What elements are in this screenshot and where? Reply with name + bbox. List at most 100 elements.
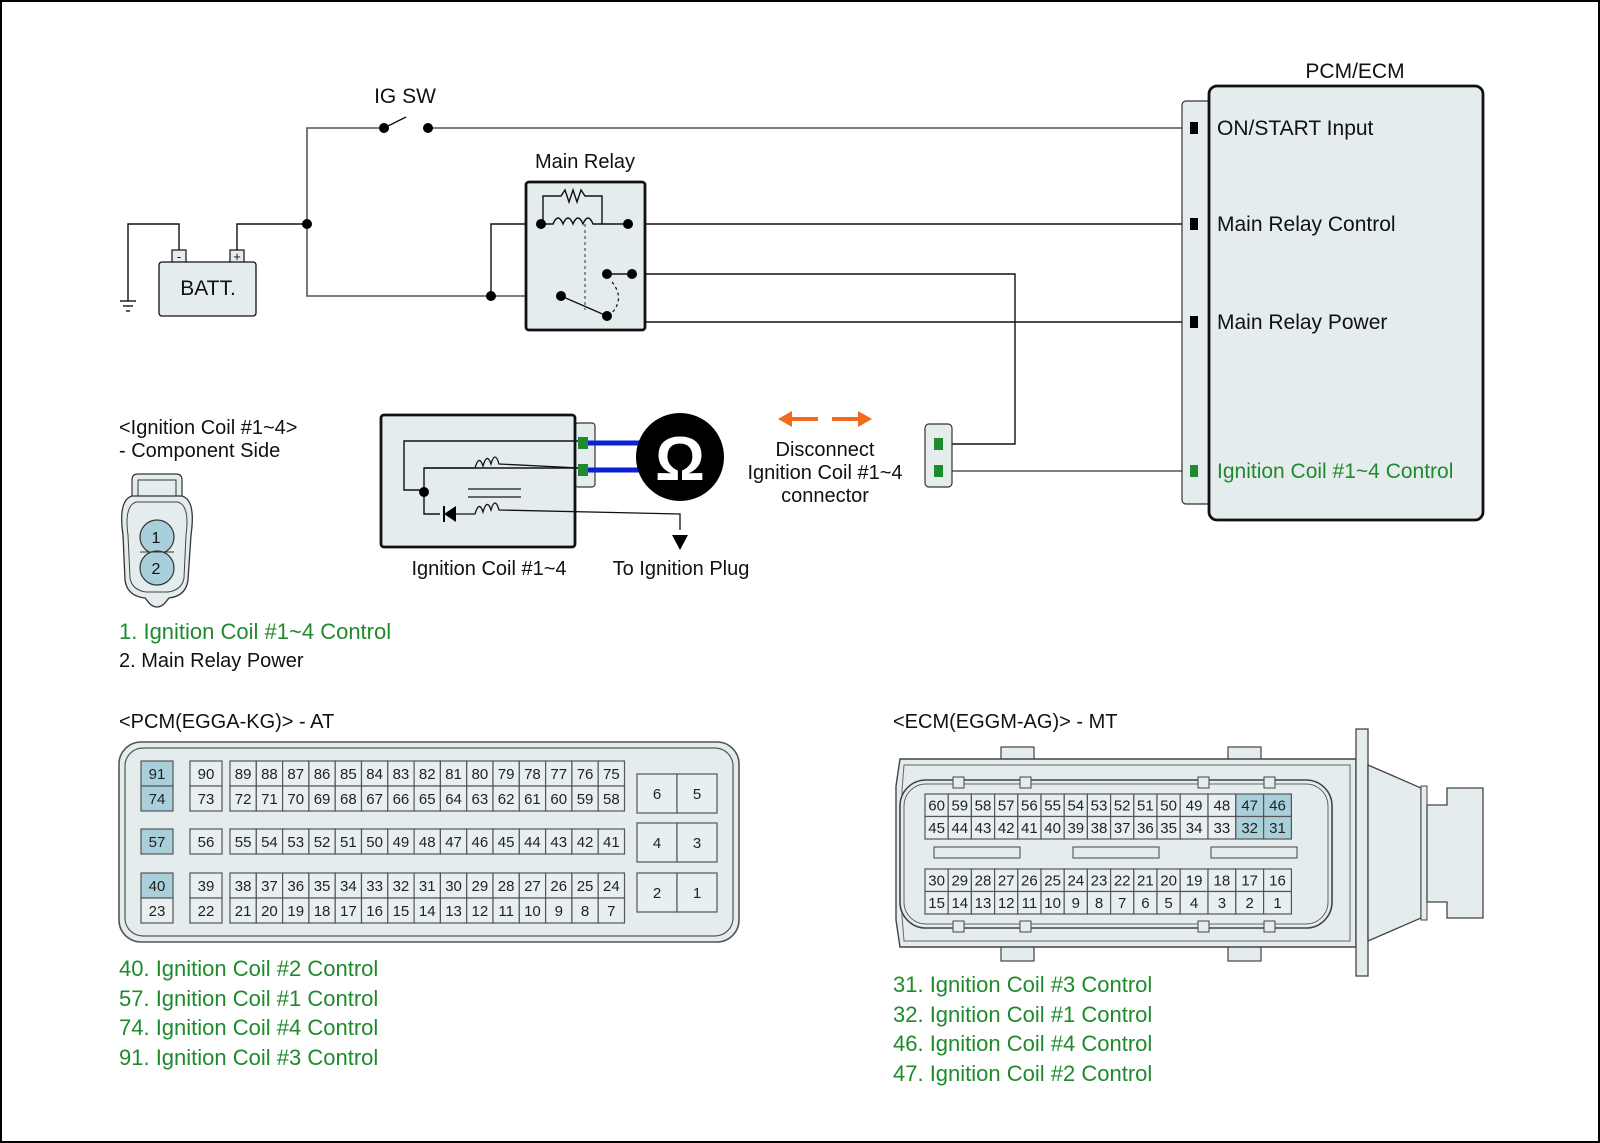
ecm-pin-number: 53 — [1091, 798, 1108, 815]
pcm-pin-number: 28 — [498, 878, 515, 895]
ecm-pin-number: 60 — [928, 798, 945, 815]
ecm-pin-number: 12 — [998, 895, 1015, 912]
ecm-pin-number: 11 — [1022, 895, 1038, 912]
pcm-pin-cell — [229, 828, 257, 855]
ecm-pin-number: 13 — [975, 895, 992, 912]
pcm-pin-cell — [571, 872, 599, 899]
ecm-pin-number: 34 — [1186, 820, 1203, 837]
pcm-pin-cell — [140, 897, 174, 924]
module-pin-terminal — [1190, 122, 1198, 134]
ecm-pin-number: 7 — [1118, 895, 1126, 912]
pcm-pin-number: 42 — [577, 834, 594, 851]
pcm-pin-number: 30 — [445, 878, 462, 895]
ecm-pin-number: 3 — [1218, 895, 1226, 912]
junction-dots — [302, 123, 496, 301]
pcm-pin-cell — [189, 897, 223, 924]
ecm-pin-number: 58 — [975, 798, 992, 815]
ecm-pin-number: 57 — [998, 798, 1015, 815]
pcm-pin-number: 48 — [419, 834, 436, 851]
ecm-pin-number: 25 — [1044, 873, 1061, 890]
pcm-power-pin-number: 3 — [693, 835, 701, 852]
ecm-pin-number: 44 — [951, 820, 968, 837]
ohmmeter-icon[interactable]: Ω — [636, 413, 724, 501]
ecm-pin-number: 48 — [1214, 798, 1231, 815]
coil-connector-title-2: - Component Side — [119, 440, 280, 462]
relay-to-coil-connector-wire — [632, 273, 1016, 445]
disconnect-line-3: connector — [781, 485, 869, 507]
ground-icon — [120, 300, 136, 312]
pcm-pin-number: 57 — [149, 834, 166, 851]
pcm-pin-number: 46 — [472, 834, 489, 851]
ig-switch-label: IG SW — [374, 85, 436, 108]
ecm-pin-number: 5 — [1164, 895, 1172, 912]
coil-label: Ignition Coil #1~4 — [411, 558, 566, 580]
pcm-pin-number: 67 — [366, 791, 383, 808]
pcm-pin-cell — [492, 897, 520, 924]
ecm-pin-number: 49 — [1186, 798, 1203, 815]
pcm-pin-number: 68 — [340, 791, 357, 808]
harness-connector[interactable] — [924, 423, 953, 488]
pcm-pin-number: 50 — [366, 834, 383, 851]
pcm-pin-number: 82 — [419, 766, 436, 783]
pcm-power-pin-cell — [676, 872, 718, 913]
ecm-pin-number: 36 — [1137, 820, 1154, 837]
ecm-pin-number: 8 — [1095, 895, 1103, 912]
pcm-pin-cell — [334, 760, 363, 787]
pcm-pin-number: 76 — [577, 766, 594, 783]
pcm-pin-cell — [387, 897, 415, 924]
coil-pin-2: 2 — [152, 561, 161, 578]
pcm-pin-number: 31 — [419, 878, 436, 895]
ecm-pin-number: 37 — [1114, 820, 1131, 837]
ecm-pin-number: 16 — [1269, 873, 1286, 890]
pcm-pin-number: 7 — [607, 903, 615, 920]
pcm-pin-cell — [308, 785, 336, 812]
pcm-pin-number: 86 — [314, 766, 331, 783]
pcm-pin-number: 47 — [445, 834, 462, 851]
ecm-pin-number: 19 — [1186, 873, 1203, 890]
coil-connector-face — [121, 473, 193, 608]
pcm-pin-cell — [518, 785, 547, 812]
pcm-pin-number: 29 — [472, 878, 489, 895]
ecm-pin-number: 46 — [1269, 798, 1286, 815]
ecm-pin-number: 24 — [1067, 873, 1084, 890]
ecm-pin-number: 31 — [1269, 820, 1286, 837]
pcm-pin-number: 73 — [198, 791, 215, 808]
pcm-power-pin-number: 2 — [653, 885, 661, 902]
coil-legend-2: 2. Main Relay Power — [119, 650, 304, 672]
disconnect-line-1: Disconnect — [776, 439, 875, 461]
main-relay-label: Main Relay — [535, 151, 635, 173]
ecm-pin-number: 27 — [998, 873, 1015, 890]
pcm-legend-1: 40. Ignition Coil #2 Control — [119, 956, 378, 981]
pcm-pin-number: 35 — [314, 878, 331, 895]
battery-positive-terminal: + — [233, 249, 241, 264]
ecm-pin-number: 29 — [951, 873, 968, 890]
ecm-pin-number: 41 — [1021, 820, 1038, 837]
pcm-pin-number: 59 — [577, 791, 594, 808]
ecm-pin-cell — [1262, 890, 1292, 915]
pcm-pin-number: 16 — [366, 903, 383, 920]
module-pin-label: ON/START Input — [1217, 117, 1374, 140]
pcm-pin-number: 21 — [235, 903, 252, 920]
pcm-pin-number: 74 — [149, 791, 166, 808]
pcm-pin-number: 17 — [340, 903, 357, 920]
pcm-pin-number: 80 — [472, 766, 489, 783]
pcm-pin-number: 43 — [550, 834, 567, 851]
ecm-pin-number: 35 — [1160, 820, 1177, 837]
pcm-power-pin-cell — [676, 773, 718, 814]
pcm-pin-number: 10 — [524, 903, 541, 920]
pcm-pin-cell — [413, 828, 442, 855]
ecm-pin-number: 28 — [975, 873, 992, 890]
pcm-pin-cell — [571, 785, 599, 812]
pcm-pin-number: 56 — [198, 834, 215, 851]
pcm-pin-number: 55 — [235, 834, 252, 851]
pcm-pin-number: 36 — [287, 878, 304, 895]
pcm-pin-cell — [189, 785, 223, 812]
coil-pin-1: 1 — [152, 530, 161, 547]
module-pin-label: Ignition Coil #1~4 Control — [1217, 460, 1453, 483]
pcm-pin-cell — [387, 785, 415, 812]
pcm-pin-number: 85 — [340, 766, 357, 783]
pcm-pin-number: 13 — [445, 903, 462, 920]
